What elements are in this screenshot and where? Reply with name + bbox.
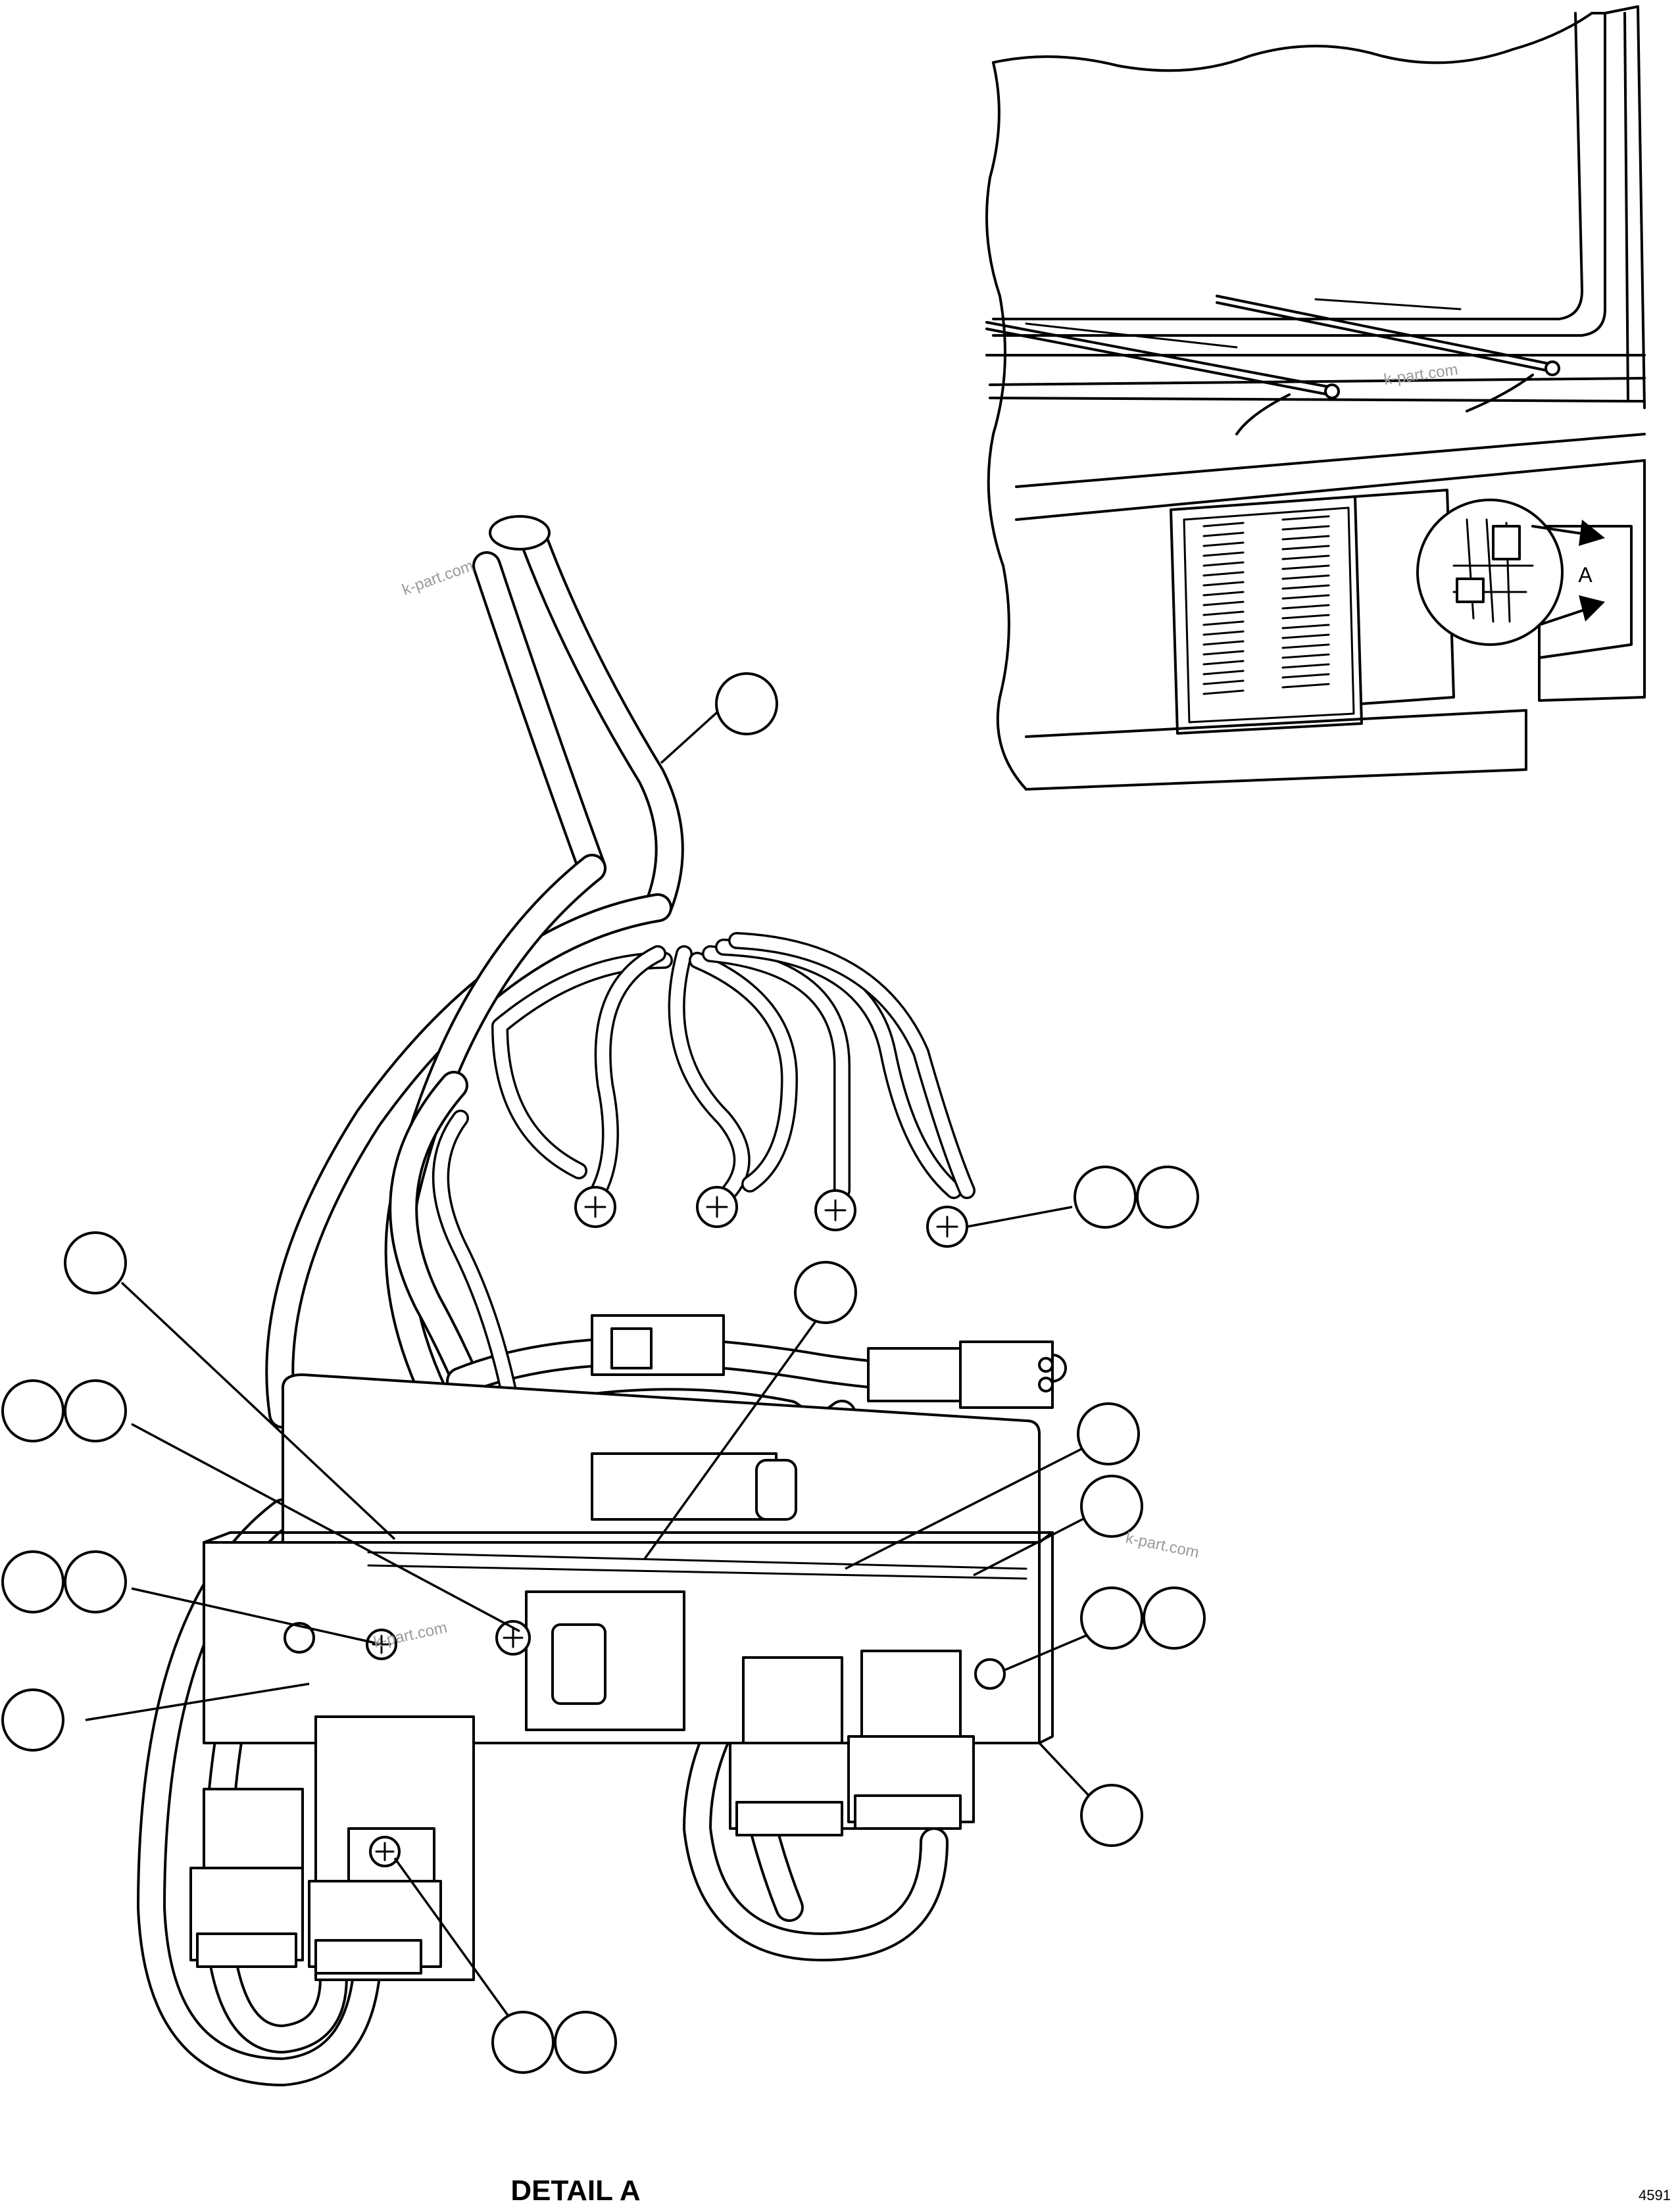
mount-hole-icon	[284, 1622, 315, 1654]
watermark: k-part.com	[1383, 360, 1459, 389]
callout-right-hole-2[interactable]	[1143, 1586, 1206, 1650]
callout-left-pair-2[interactable]	[64, 1379, 127, 1442]
view-arrow-icon	[1579, 520, 1605, 546]
callout-harness[interactable]	[715, 672, 778, 735]
louvers	[1202, 515, 1330, 695]
connectors	[591, 1314, 1054, 1521]
callout-relay-screw-2[interactable]	[554, 2011, 617, 2074]
ring-terminals	[574, 1186, 968, 1248]
harness-end	[489, 515, 551, 551]
relay-right-2[interactable]	[860, 1650, 962, 1751]
watermark: k-part.com	[1124, 1529, 1200, 1561]
connector-right[interactable]	[867, 1347, 962, 1402]
callout-left-screw-2[interactable]	[64, 1550, 127, 1613]
callout-left-bracket[interactable]	[1, 1688, 64, 1752]
watermark: k-part.com	[400, 556, 476, 599]
callout-right-1[interactable]	[1077, 1402, 1140, 1465]
callout-left-pair-1[interactable]	[1, 1379, 64, 1442]
detail-view-label: A	[1578, 563, 1593, 587]
relays	[189, 1590, 975, 1975]
drawing-number: 4591	[1639, 2187, 1671, 2203]
callout-terminal-screw-2[interactable]	[1136, 1166, 1199, 1229]
terminal-wires	[491, 932, 976, 1199]
relay-left-1[interactable]	[203, 1788, 304, 1876]
callout-relay-screw-1[interactable]	[491, 2011, 555, 2074]
callout-right-hole-1[interactable]	[1080, 1586, 1143, 1650]
relay-right-1[interactable]	[742, 1656, 843, 1757]
callouts	[1, 672, 1206, 2074]
view-arrow-icon	[1579, 595, 1605, 622]
callout-left-upper[interactable]	[64, 1231, 127, 1294]
callout-terminal-screw-1[interactable]	[1074, 1166, 1137, 1229]
callout-right-2[interactable]	[1080, 1475, 1143, 1538]
callout-cable-tie[interactable]	[794, 1261, 857, 1324]
mount-hole-icon	[974, 1658, 1006, 1690]
connector-center[interactable]	[591, 1452, 778, 1521]
callout-right-bracket[interactable]	[1080, 1784, 1143, 1847]
machine-inset: A	[985, 5, 1646, 791]
callout-left-screw-1[interactable]	[1, 1550, 64, 1613]
leader-lines	[85, 699, 1093, 2024]
detail-caption: DETAIL A	[510, 2175, 640, 2207]
